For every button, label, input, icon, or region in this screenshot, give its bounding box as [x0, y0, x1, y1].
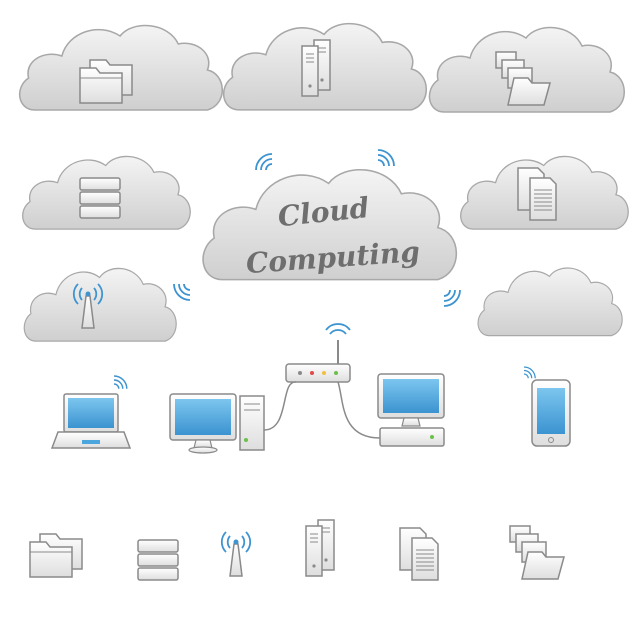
legend-documents-icon: [399, 527, 439, 581]
database-icon: [79, 177, 121, 219]
legend-folder-stack-icon: [509, 525, 565, 580]
legend-antenna-icon: [220, 531, 252, 577]
antenna-cloud: [23, 267, 177, 342]
empty-cloud: [477, 267, 623, 337]
laptop-icon: [50, 375, 132, 449]
signal-waves-bottom-left-icon: [173, 283, 191, 301]
smartphone-icon: [523, 366, 571, 447]
signal-waves-bottom-right-icon: [443, 289, 461, 307]
server-towers-icon: [301, 39, 331, 97]
network-cable-right: [337, 381, 381, 439]
legend-database-icon: [137, 539, 179, 581]
legend-server-towers-icon: [305, 519, 335, 577]
signal-waves-top-right-icon: [377, 149, 395, 167]
desktop-computer-icon: [169, 393, 265, 454]
desktop-workstation-icon: [377, 373, 445, 447]
legend-folders-icon: [29, 533, 83, 578]
signal-waves-top-left-icon: [255, 153, 273, 171]
router-icon: [285, 323, 351, 383]
network-cable-left: [263, 381, 297, 431]
